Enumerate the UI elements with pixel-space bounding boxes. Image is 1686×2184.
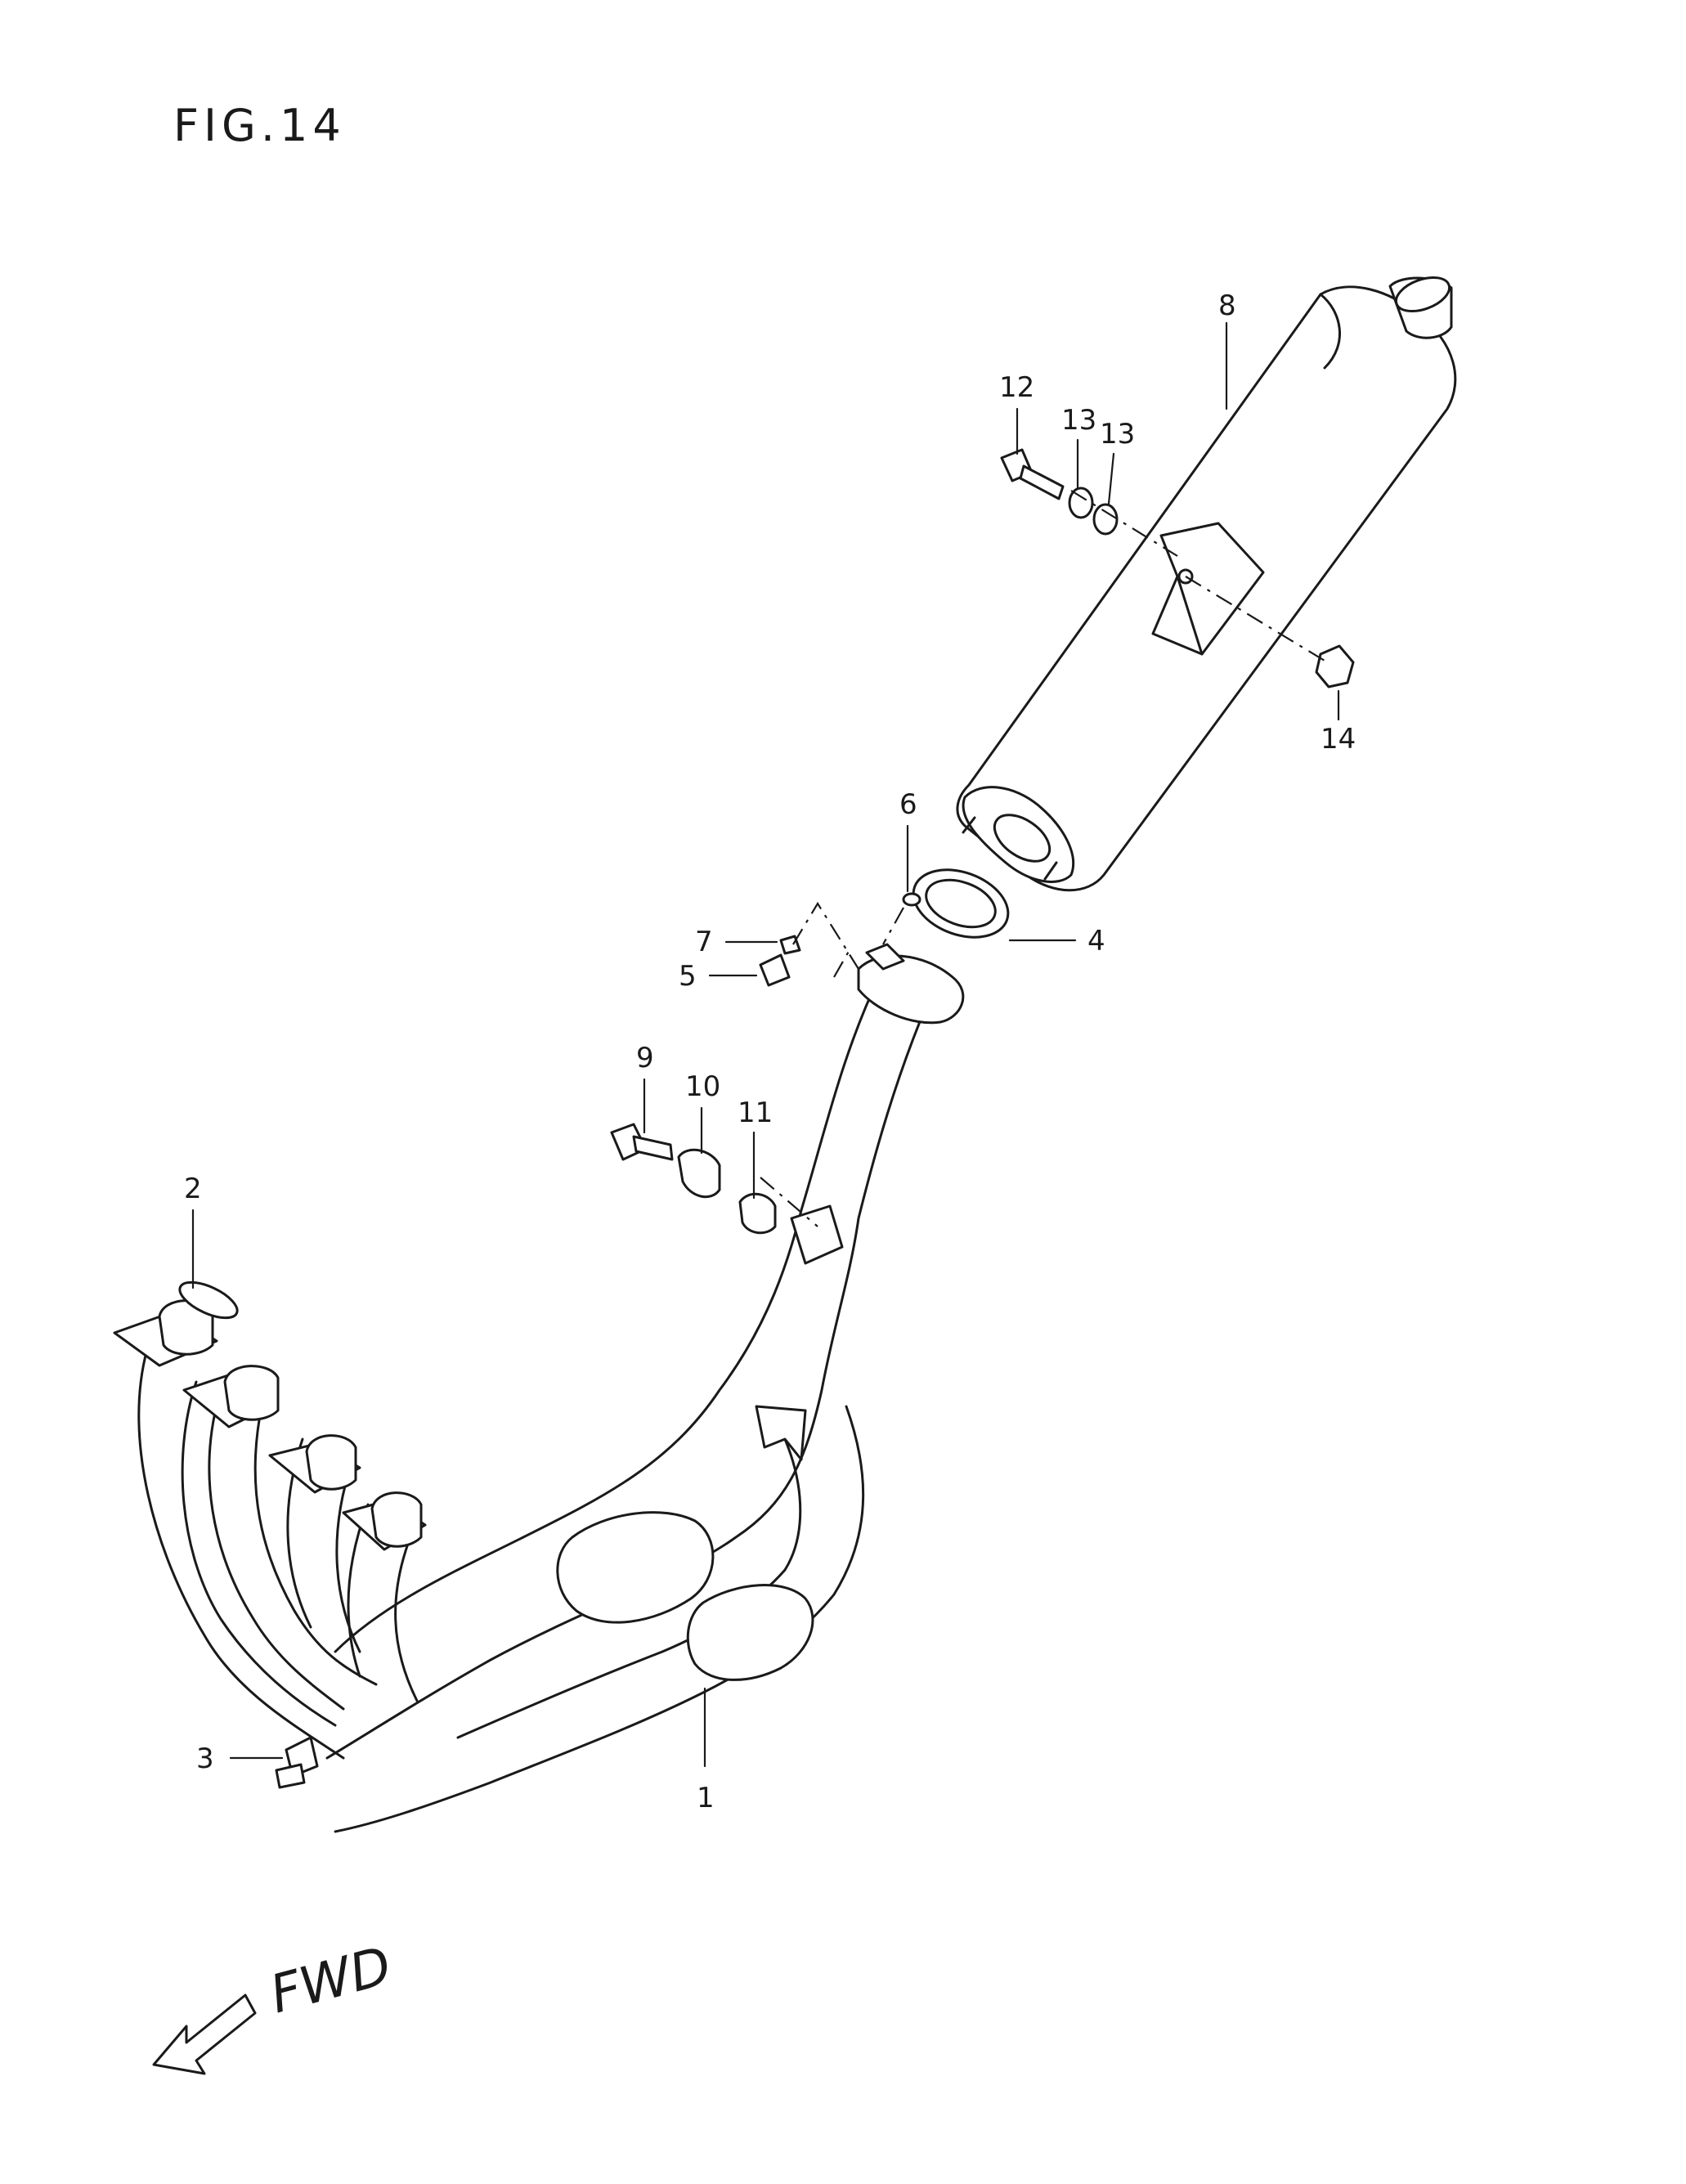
gasket-part-4[interactable]: [904, 858, 1018, 949]
bolt-part-9[interactable]: [610, 1123, 674, 1161]
fwd-label: FWD: [264, 1935, 397, 2025]
callout-1: 1: [697, 1782, 715, 1814]
collar-part-10[interactable]: [677, 1148, 721, 1199]
bolt-part-3[interactable]: [275, 1736, 319, 1789]
callout-9: 9: [636, 1042, 654, 1074]
washer-part-13a[interactable]: [1068, 487, 1094, 519]
callout-13a: 13: [1061, 404, 1096, 437]
callout-12: 12: [999, 371, 1034, 404]
callout-14: 14: [1321, 723, 1356, 756]
cushion-part-11[interactable]: [738, 1193, 777, 1235]
callout-13b: 13: [1100, 418, 1135, 451]
bolt-part-12[interactable]: [1000, 448, 1065, 500]
washer-part-13b[interactable]: [1092, 503, 1119, 536]
assembly-lines: [760, 490, 1325, 1227]
nut-part-5[interactable]: [759, 953, 791, 987]
callout-2: 2: [184, 1173, 202, 1205]
forward-direction-indicator: FWD: [152, 1935, 397, 2075]
callout-4: 4: [1087, 925, 1105, 957]
callout-11: 11: [738, 1096, 773, 1129]
leader-lines: [191, 321, 1340, 1768]
figure-title: FIG.14: [173, 100, 346, 151]
callout-3: 3: [196, 1742, 214, 1775]
callout-8: 8: [1218, 289, 1236, 322]
exhaust-header-part-1[interactable]: [113, 943, 965, 1833]
muffler-part-8[interactable]: [956, 271, 1457, 892]
gasket-part-2[interactable]: [175, 1275, 242, 1325]
nut-part-14[interactable]: [1315, 644, 1355, 688]
callout-7: 7: [695, 926, 713, 958]
callout-10: 10: [685, 1070, 720, 1103]
callout-5: 5: [679, 960, 697, 993]
callout-6: 6: [899, 788, 917, 821]
forward-arrow-icon: [152, 1993, 257, 2075]
washer-part-6[interactable]: [902, 892, 921, 907]
